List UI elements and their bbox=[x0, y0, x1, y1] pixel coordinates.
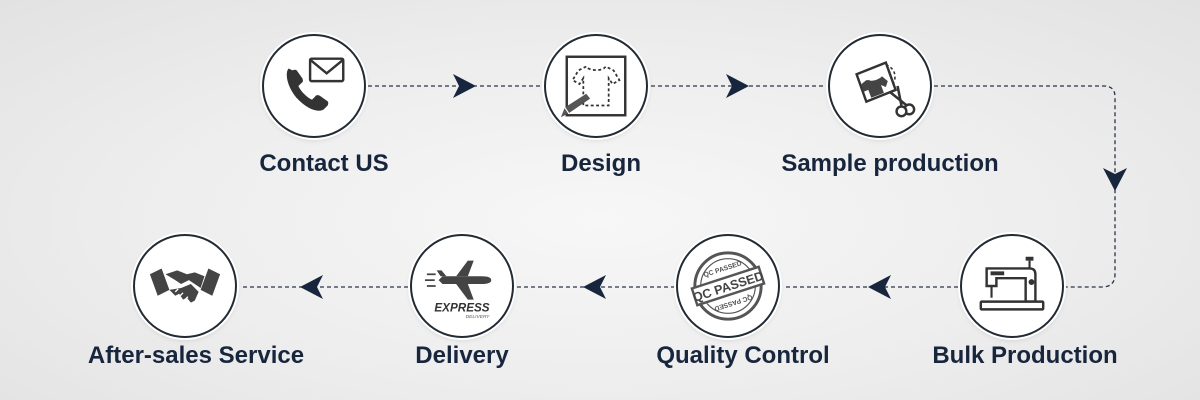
step-delivery: EXPRESS DELIVERY bbox=[410, 234, 514, 338]
arrow-down-icon bbox=[1103, 168, 1127, 191]
step-sample-production bbox=[828, 34, 932, 138]
step-label-sample-production: Sample production bbox=[781, 150, 999, 177]
tshirt-scissors-icon bbox=[855, 60, 916, 118]
sewing-machine-icon bbox=[979, 256, 1045, 311]
step-label-quality-control: Quality Control bbox=[656, 342, 830, 369]
phone-envelope-icon bbox=[286, 57, 345, 111]
step-quality-control: QC PASSED QC PASSED QC PASSED bbox=[676, 234, 780, 338]
step-label-design: Design bbox=[560, 150, 641, 177]
step-design bbox=[544, 34, 648, 138]
step-label-after-sales-service: After-sales Service bbox=[87, 342, 305, 369]
step-label-bulk-production: Bulk Production bbox=[932, 342, 1118, 369]
arrow-right-icon bbox=[453, 74, 476, 98]
delivery-express-text: EXPRESS bbox=[434, 301, 489, 314]
arrow-left-icon bbox=[868, 275, 891, 299]
delivery-sub-text: DELIVERY bbox=[466, 314, 491, 320]
handshake-icon bbox=[149, 268, 221, 303]
qc-passed-stamp-icon: QC PASSED QC PASSED QC PASSED bbox=[690, 251, 766, 321]
step-label-contact-us: Contact US bbox=[259, 150, 389, 177]
step-contact-us bbox=[262, 34, 366, 138]
step-after-sales-service bbox=[133, 234, 237, 338]
step-label-delivery: Delivery bbox=[415, 342, 509, 369]
arrow-left-icon bbox=[583, 275, 606, 299]
step-bulk-production bbox=[960, 234, 1064, 338]
arrow-right-icon bbox=[726, 74, 749, 98]
tshirt-design-icon bbox=[560, 55, 627, 118]
express-delivery-plane-icon: EXPRESS DELIVERY bbox=[424, 260, 492, 320]
arrow-left-icon bbox=[300, 275, 323, 299]
